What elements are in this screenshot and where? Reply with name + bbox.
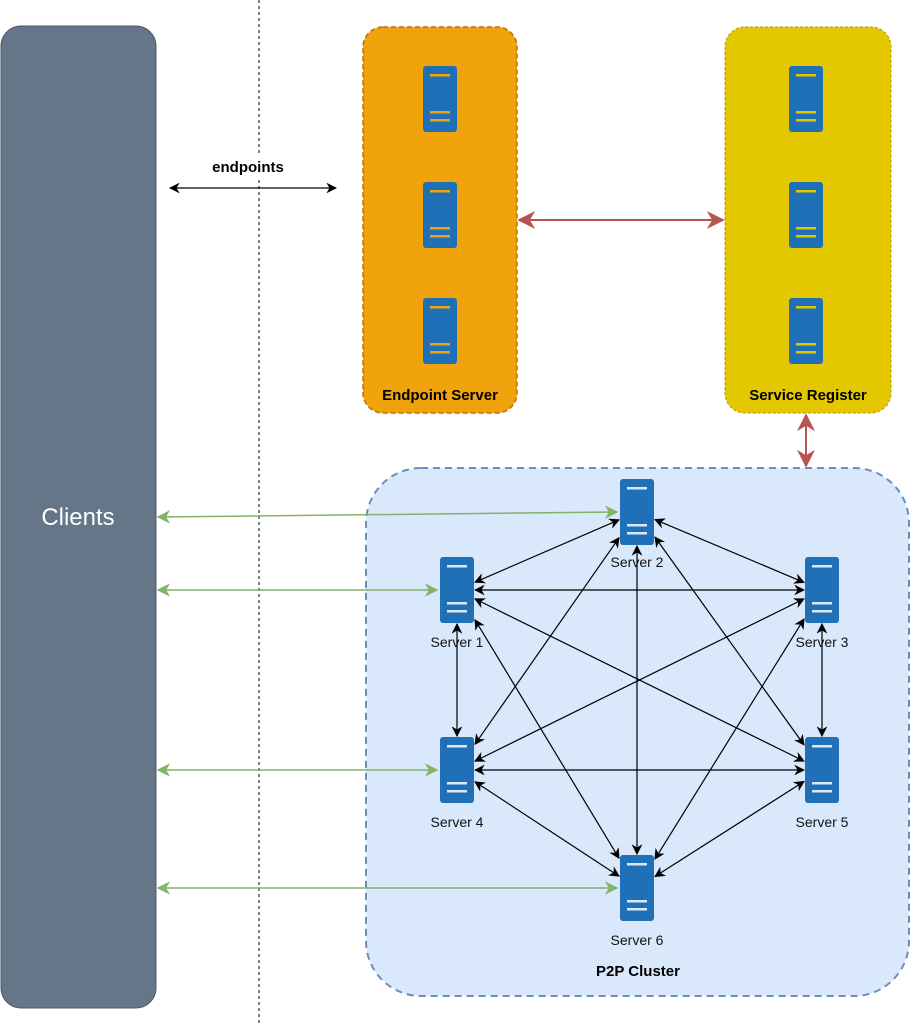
server-icon [789, 298, 823, 364]
server-icon [423, 298, 457, 364]
cluster-server-s2[interactable] [620, 479, 654, 545]
server-icon [620, 479, 654, 545]
server-icon [423, 66, 457, 132]
server-label: Server 4 [431, 814, 484, 830]
cluster-server-s4[interactable] [440, 737, 474, 803]
endpoint-server-node[interactable] [423, 298, 457, 364]
endpoints-label-bg [204, 155, 292, 177]
server-label: Server 1 [431, 634, 484, 650]
server-icon [620, 855, 654, 921]
server-icon [805, 557, 839, 623]
service-register-node[interactable] [789, 182, 823, 248]
cluster-server-s6[interactable] [620, 855, 654, 921]
service-register-node[interactable] [789, 298, 823, 364]
cluster-server-s1[interactable] [440, 557, 474, 623]
server-icon [805, 737, 839, 803]
service-register-node[interactable] [789, 66, 823, 132]
cluster-server-s3[interactable] [805, 557, 839, 623]
endpoint-server-label: Endpoint Server [382, 387, 498, 404]
clients-block[interactable]: Clients [0, 25, 157, 1009]
endpoint-server-node[interactable] [423, 182, 457, 248]
server-label: Server 3 [796, 634, 849, 650]
clients-label: Clients [41, 504, 114, 531]
endpoint-server-node[interactable] [423, 66, 457, 132]
endpoint-server-group[interactable]: Endpoint Server [362, 26, 518, 414]
cluster-server-s5[interactable] [805, 737, 839, 803]
server-icon [440, 557, 474, 623]
server-icon [789, 66, 823, 132]
service-register-label: Service Register [749, 387, 867, 404]
server-label: Server 2 [611, 554, 664, 570]
client-edges [156, 505, 619, 895]
server-label: Server 6 [611, 932, 664, 948]
server-label: Server 5 [796, 814, 849, 830]
service-register-group[interactable]: Service Register [724, 26, 892, 414]
mesh-edges [451, 518, 828, 878]
cluster-servers: Server 1 Server 2 Server 3 Server 4 Server 5… [431, 479, 849, 948]
server-icon [789, 182, 823, 248]
mesh-link-s4-s6 [474, 781, 620, 877]
server-icon [440, 737, 474, 803]
endpoints-label: endpoints [212, 159, 284, 176]
p2p-cluster-label: P2P Cluster [596, 963, 680, 980]
client-link-s2 [156, 505, 619, 524]
mesh-link-s5-s6 [654, 780, 805, 878]
server-icon [423, 182, 457, 248]
